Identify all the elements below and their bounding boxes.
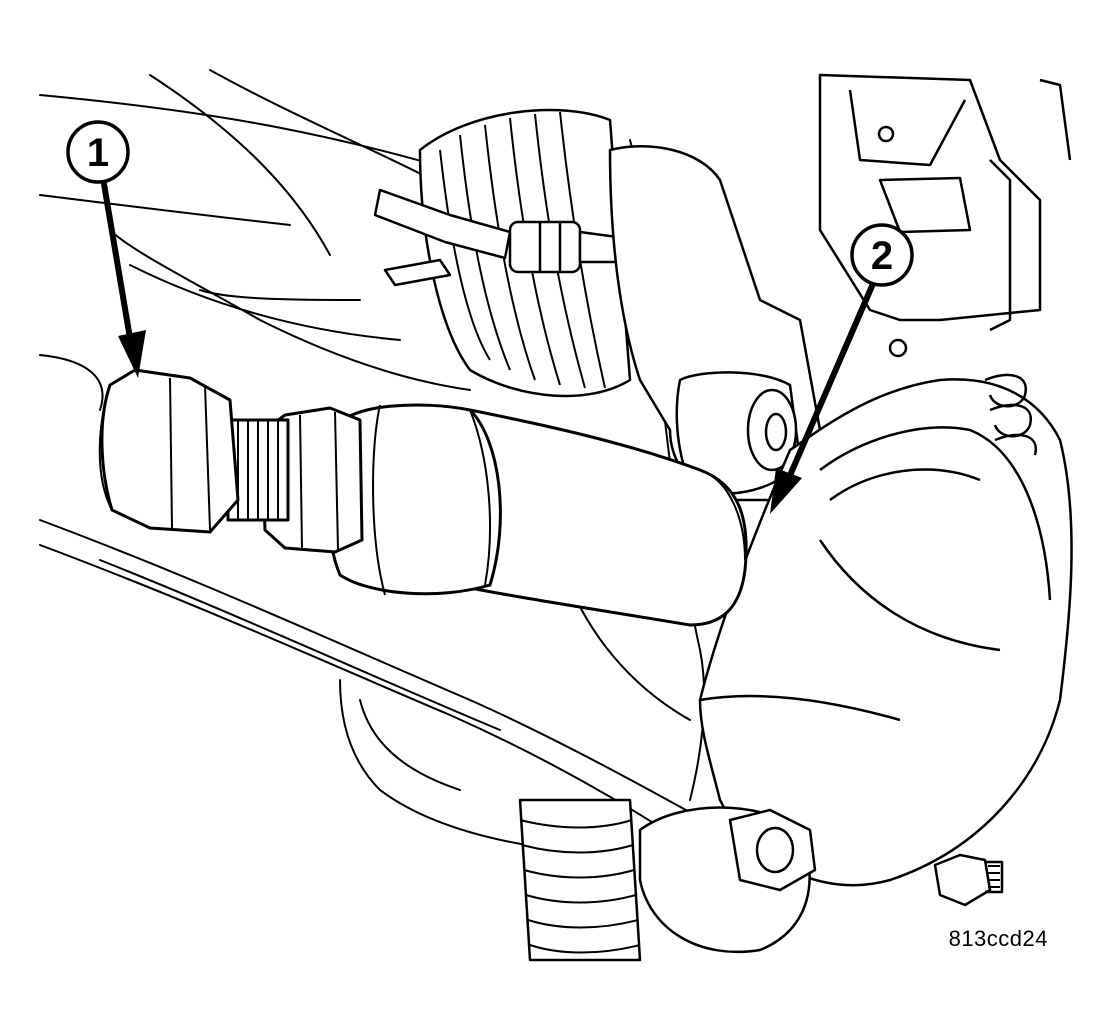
callout-2-arrowhead [770, 468, 802, 514]
spring-coil [984, 373, 1038, 456]
callout-1-label: 1 [87, 131, 109, 175]
lower-bellows [518, 798, 642, 962]
bushing-removal-tool [98, 368, 748, 627]
callout-1-leader [101, 181, 135, 353]
callout-1: 1 [66, 120, 146, 378]
callout-1-arrowhead [118, 330, 146, 378]
ball-joint-nut [638, 806, 1004, 954]
callout-2-label: 2 [871, 234, 893, 278]
figure-id: 813ccd24 [948, 926, 1048, 951]
callout-2: 2 [770, 223, 914, 514]
callout-2-leader [785, 283, 875, 483]
callout-1-circle [66, 120, 130, 184]
dust-shield [698, 378, 1073, 887]
steering-knuckle [608, 145, 822, 502]
callout-2-circle [850, 223, 914, 287]
